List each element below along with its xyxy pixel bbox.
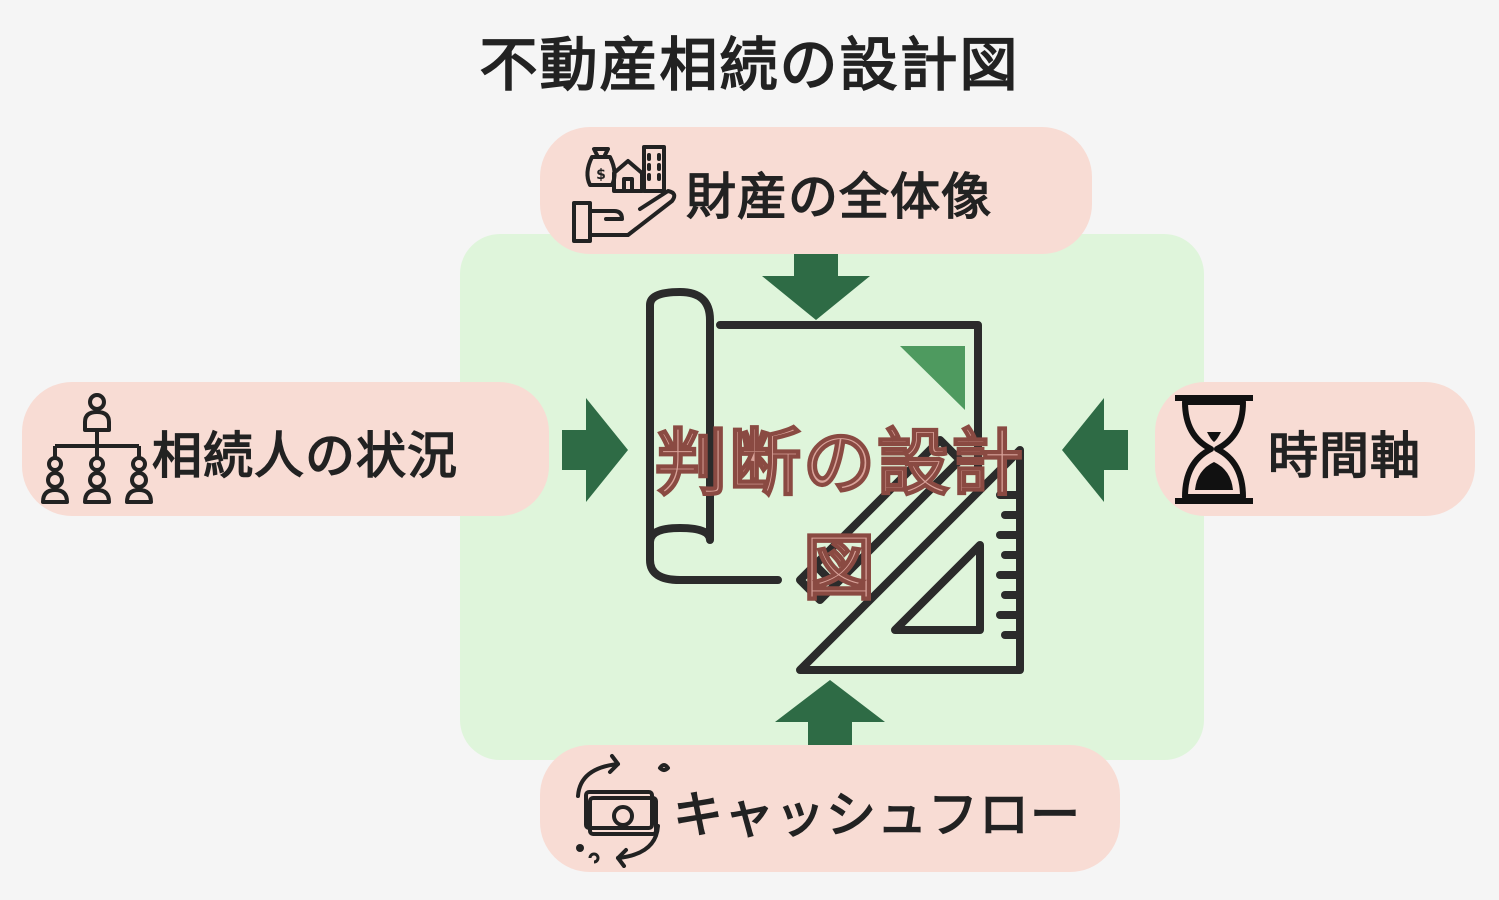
arrow-right-icon xyxy=(562,398,628,502)
arrow-left-icon xyxy=(1062,398,1128,502)
pill-heirs-label: 相続人の状況 xyxy=(152,427,458,485)
cash-flow-icon xyxy=(576,754,670,868)
pill-heirs: 相続人の状況 xyxy=(22,382,549,516)
pill-cashflow: キャッシュフロー xyxy=(540,745,1120,872)
blueprint-icon xyxy=(646,288,1024,674)
arrow-down-icon xyxy=(762,254,870,320)
pill-assets-label: 財産の全体像 xyxy=(686,168,992,226)
pill-cashflow-label: キャッシュフロー xyxy=(673,786,1081,844)
family-tree-icon xyxy=(41,393,153,504)
svg-text:$: $ xyxy=(596,167,606,183)
pill-assets: $ 財産の全体像 xyxy=(540,127,1092,254)
pill-timeline: 時間軸 xyxy=(1155,382,1475,516)
hourglass-icon xyxy=(1175,395,1253,504)
pill-timeline-label: 時間軸 xyxy=(1268,427,1421,485)
arrow-up-icon xyxy=(775,680,885,745)
center-label: 判断の設計図 xyxy=(654,420,1025,611)
assets-hand-icon: $ xyxy=(572,145,677,243)
page-title: 不動産相続の設計図 xyxy=(479,31,1020,99)
